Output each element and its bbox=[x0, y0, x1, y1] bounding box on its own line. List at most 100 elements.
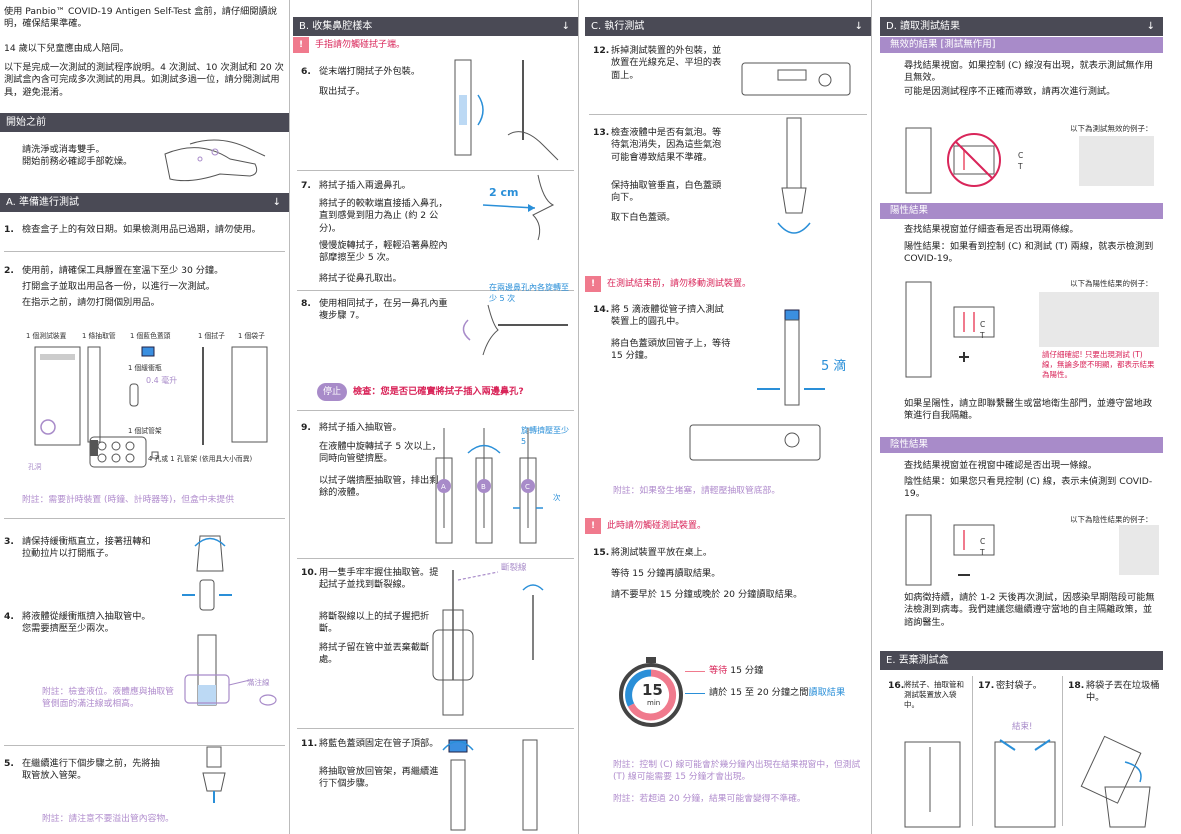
positive-text-c: 如果呈陽性，請立即聯繫醫生或當地衛生部門，並遵守當地政策進行自我隔離。 bbox=[904, 398, 1153, 422]
step-15-text: 將測試裝置平放在桌上。 bbox=[611, 547, 713, 558]
step-2-text: 使用前，請確保工具靜置在室溫下至少 30 分鐘。 bbox=[22, 265, 224, 276]
negative-result-illustration bbox=[905, 514, 1159, 586]
second-nostril-illustration bbox=[462, 304, 568, 356]
column-test: C. 執行測試↓ 12. 拆掉測試裝置的外包裝，並放置在光線充足、平坦的表面上。… bbox=[585, 0, 872, 834]
step-10-text-c: 將拭子留在管中並丟棄截斷處。 bbox=[319, 642, 430, 666]
section-d-header: D. 讀取測試結果↓ bbox=[880, 17, 1163, 36]
invalid-text: 尋找結果視窗。如果控制 (C) 線沒有出現，就表示測試無作用且無效。 bbox=[904, 60, 1154, 84]
positive-text-b: 陽性結果：如果看到控制 (C) 和測試 (T) 兩線，就表示檢測到 COVID-… bbox=[904, 241, 1154, 265]
positive-text: 查找結果視窗並仔細查看是否出現兩條線。 bbox=[904, 224, 1079, 235]
timer-unit: min bbox=[647, 699, 661, 707]
step-6-text-b: 取出拭子。 bbox=[319, 86, 365, 97]
step-2-text-c: 在指示之前，請勿打開個別用品。 bbox=[22, 297, 160, 308]
step-1-text: 檢查盒子上的有效日期。如果檢測用品已過期，請勿使用。 bbox=[22, 224, 261, 235]
warning-read: !此時請勿觸碰測試裝置。 bbox=[585, 518, 871, 534]
section-e-header: E. 丟棄測試盒 bbox=[880, 651, 1163, 670]
divider bbox=[297, 558, 574, 559]
step-number: 10. bbox=[301, 567, 318, 578]
divider bbox=[4, 251, 285, 252]
step-5-text: 在繼續進行下個步驟之前，先將抽取管放入管架。 bbox=[22, 758, 160, 782]
section-b-header: B. 收集鼻腔樣本↓ bbox=[293, 17, 578, 36]
leak-note: 附註：如果發生堵塞，請輕壓抽取管底部。 bbox=[613, 486, 781, 496]
negative-text-c: 如病徵持續，請於 1-2 天後再次測試，因感染早期階段可能無法檢測到病毒。我們建… bbox=[904, 592, 1155, 628]
invalid-result-illustration bbox=[905, 127, 1154, 194]
result-t-label: T bbox=[1018, 162, 1023, 171]
step-2-text-b: 打開盒子並取出用品各一份，以進行一次測試。 bbox=[22, 281, 215, 292]
warning-touch: !手指請勿觸碰拭子端。 bbox=[293, 37, 578, 53]
line-note: 附註：控制 (C) 線可能會於幾分鐘內出現在結果視窗中，但測試 (T) 線可能需… bbox=[613, 760, 861, 782]
step-4-text: 將液體從緩衝瓶擠入抽取管中。您需要擠壓至少兩次。 bbox=[22, 611, 151, 635]
invalid-text-b: 可能是因測試程序不正確而導致，請再次進行測試。 bbox=[904, 86, 1116, 97]
down-arrow-icon: ↓ bbox=[272, 197, 281, 208]
result-c-label: C bbox=[980, 537, 986, 546]
section-c-header: C. 執行測試↓ bbox=[585, 17, 871, 36]
negative-text-b: 陰性結果：如果您只看見控制 (C) 線，表示未偵測到 COVID-19。 bbox=[904, 476, 1153, 500]
step-7-text-b: 將拭子的較軟端直接插入鼻孔，直到感覺到阻力為止 (約 2 公分)。 bbox=[319, 198, 448, 234]
wait-connector bbox=[685, 671, 705, 672]
warning-icon: ! bbox=[585, 518, 601, 534]
step-number: 18. bbox=[1068, 680, 1085, 691]
step-10-text-b: 將斷裂線以上的拭子握把折斷。 bbox=[319, 611, 430, 635]
column-results: D. 讀取測試結果↓ 無效的結果 [測試無作用] 尋找結果視窗。如果控制 (C)… bbox=[880, 0, 1163, 834]
step-number: 3. bbox=[4, 536, 14, 547]
two-cm-label: 2 cm bbox=[489, 186, 519, 199]
negative-example-label: 以下為陰性結果的例子： bbox=[1070, 515, 1153, 524]
step-3-text: 請保持緩衝瓶直立，接著扭轉和拉動拉片以打開瓶子。 bbox=[22, 536, 151, 560]
age-text: 14 歲以下兒童應由成人陪同。 bbox=[4, 43, 129, 54]
divider bbox=[297, 728, 574, 729]
down-arrow-icon: ↓ bbox=[1146, 21, 1155, 32]
divider bbox=[972, 676, 973, 826]
warning-move: !在測試結束前，請勿移動測試裝置。 bbox=[585, 276, 871, 292]
step-6-text: 從末端打開拭子外包裝。 bbox=[319, 66, 421, 77]
kit-hole-label: 孔洞 bbox=[28, 463, 42, 471]
open-buffer-illustration bbox=[194, 535, 226, 572]
divider bbox=[1062, 676, 1063, 826]
times-label: 次 bbox=[553, 493, 561, 502]
invalid-header: 無效的結果 [測試無作用] bbox=[880, 37, 1163, 53]
positive-result-illustration bbox=[905, 281, 1159, 378]
divider bbox=[4, 518, 285, 519]
insert-nose-illustration bbox=[482, 174, 555, 241]
step-number: 6. bbox=[301, 66, 311, 77]
intro-text: 使用 Panbio™ COVID-19 Antigen Self-Test 盒前… bbox=[4, 6, 277, 30]
positive-warning: 請仔細確認! 只要出現測試 (T) 線，無論多麼不明顯，都表示結果為陽性。 bbox=[1042, 350, 1155, 380]
unwrap-swab-illustration bbox=[454, 59, 559, 161]
step-15-text-c: 請不要早於 15 分鐘或晚於 20 分鐘讀取結果。 bbox=[611, 589, 803, 600]
kit-buffer-ml: 0.4 毫升 bbox=[146, 376, 178, 385]
kit-note-text: 以下是完成一次測試的測試程序說明。4 次測試、10 次測試和 20 次測試盒內含… bbox=[4, 62, 284, 98]
add-drops-illustration bbox=[689, 309, 825, 461]
divider bbox=[589, 114, 867, 115]
step-9-text-b: 在液體中旋轉拭子 5 次以上，同時向管壁擠壓。 bbox=[319, 441, 441, 465]
done-label: 結束! bbox=[1012, 722, 1033, 732]
positive-header: 陽性結果 bbox=[880, 203, 1163, 219]
timer-icon bbox=[619, 657, 683, 727]
result-t-label: T bbox=[980, 548, 985, 557]
kit-tube-label: 1 條抽取管 bbox=[82, 332, 116, 340]
kit-swab-label: 1 個拭子 bbox=[198, 332, 225, 340]
step-number: 12. bbox=[593, 45, 610, 56]
step-13-text-b: 保持抽取管垂直，白色蓋頭向下。 bbox=[611, 180, 722, 204]
step-16-text: 將拭子、抽取管和測試裝置放入袋中。 bbox=[904, 680, 964, 710]
svg-text:B: B bbox=[481, 483, 486, 491]
cap-tube-illustration bbox=[442, 739, 538, 831]
wash-hands-illustration bbox=[164, 139, 266, 182]
step-14-text-b: 將白色蓋頭放回管子上，等待 15 分鐘。 bbox=[611, 338, 731, 362]
svg-text:C: C bbox=[525, 483, 530, 491]
step-8-text: 使用相同拭子，在另一鼻孔內重複步驟 7。 bbox=[319, 298, 448, 322]
rotate-squeeze-label: 旋轉擠壓至少 5 bbox=[521, 426, 569, 446]
divider bbox=[297, 410, 574, 411]
timer-note: 附註：需要計時裝置 (時鐘、計時器等)，但盒中未提供 bbox=[22, 495, 234, 505]
timer-value: 15 bbox=[642, 681, 663, 699]
divider bbox=[297, 290, 574, 291]
fill-line-label: 滿注線 bbox=[247, 678, 270, 687]
kit-contents-illustration bbox=[34, 346, 268, 468]
squeeze-buffer-illustration bbox=[182, 579, 277, 706]
twenty-min-note: 附註：若超過 20 分鐘，結果可能會變得不準確。 bbox=[613, 794, 806, 804]
step-7-text-d: 將拭子從鼻孔取出。 bbox=[319, 273, 402, 284]
invalid-example-label: 以下為測試無效的例子： bbox=[1070, 124, 1153, 133]
read-connector bbox=[685, 693, 705, 694]
swab-in-tube-illustration: A B C bbox=[435, 428, 543, 544]
step-9-text: 將拭子插入抽取管。 bbox=[319, 422, 402, 433]
step-number: 9. bbox=[301, 422, 311, 433]
